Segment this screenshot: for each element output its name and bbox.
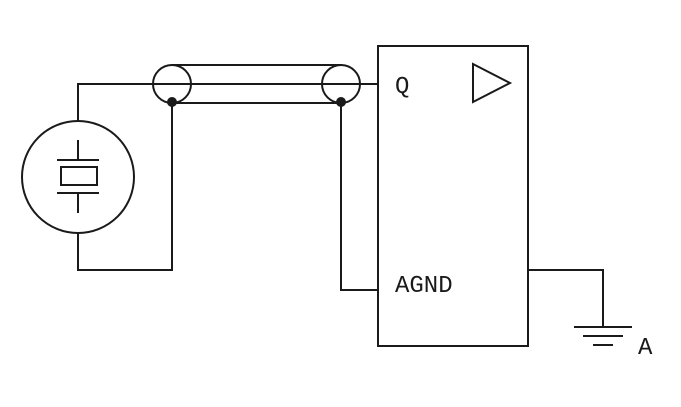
ground-icon [574,326,632,346]
junction-dot-left [167,97,177,107]
pin-label-q: Q [395,74,409,101]
shield-to-agnd-wire [340,101,379,291]
amplifier-triangle-icon [472,62,513,104]
sensor-crystal [60,166,98,186]
coax-cable [152,64,377,107]
ground-label: A [638,335,653,362]
sensor-circle [21,120,135,234]
return-wire-sensor [77,101,173,271]
ground-wire [527,269,604,328]
pin-label-agnd: AGND [395,273,453,300]
amplifier-block: Q AGND [377,45,529,347]
sensor [21,120,135,234]
amplifier-box [377,45,529,347]
signal-wire-sensor [77,83,157,122]
